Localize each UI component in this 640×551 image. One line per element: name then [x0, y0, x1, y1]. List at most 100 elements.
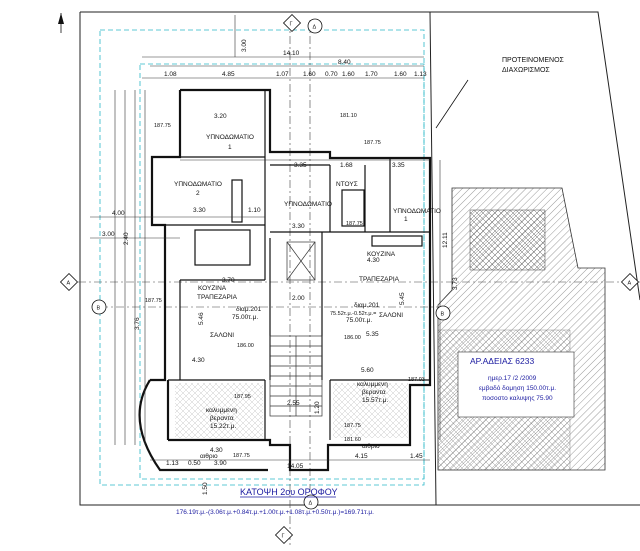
axis-label: A	[628, 281, 632, 287]
dim-text: 5.60	[361, 367, 374, 374]
dim-text: 0.70	[325, 71, 338, 78]
dim-text: 0.50	[188, 460, 201, 467]
balcony-label: αιθριο	[362, 443, 380, 450]
dim-text: 5.45	[399, 292, 406, 305]
veranda-label: καλυμμενη	[357, 381, 388, 388]
room-number: 2	[196, 190, 200, 197]
room-name: ΥΠΝΟΔΩΜΑΤΙΟ	[206, 134, 254, 141]
axis-labels: A A B B Γ Δ Δ Γ	[67, 22, 632, 540]
room-name: ΤΡΑΠΕΖΑΡΙΑ	[359, 276, 400, 283]
room-name: ΣΑΛΟΝΙ	[210, 332, 234, 339]
dim-text: 1.13	[414, 71, 427, 78]
partition-note: ΠΡΟΤΕΙΝΟΜΕΝΟΣ ΔΙΑΧΩΡΙΣΜΟΣ	[502, 57, 565, 74]
axis-marker-d-top	[307, 18, 323, 34]
axis-label: B	[97, 306, 101, 312]
dim-text: 12.11	[442, 232, 449, 248]
dim-text: 3.30	[193, 207, 206, 214]
dim-text: 3.35	[392, 162, 405, 169]
dim-text: 1.20	[314, 401, 321, 414]
axis-marker-a-right	[620, 272, 640, 292]
apartment-area: 75.00τ.μ.	[346, 317, 372, 324]
dim-text: 4.30	[192, 357, 205, 364]
apartment-name: διαμ.201	[354, 302, 380, 309]
dim-text: 4.30	[210, 447, 223, 454]
permit-date: ημερ.17 /2 /2009	[488, 375, 537, 382]
dim-text: 1.45	[410, 453, 423, 460]
permit-box: ΑΡ.ΑΔΕΙΑΣ 6233 ημερ.17 /2 /2009 εμβαδό δ…	[470, 356, 556, 402]
level-text: 181.10	[340, 113, 357, 119]
room-labels: ΥΠΝΟΔΩΜΑΤΙΟ 1 ΥΠΝΟΔΩΜΑΤΙΟ 2 ΥΠΝΟΔΩΜΑΤΙΟ …	[174, 134, 441, 460]
room-name: ΝΤΟΥΣ	[336, 181, 358, 188]
level-text: 187.75	[364, 140, 381, 146]
area-calculation: 176.19τ.μ.-(3.06τ.μ.+0.84τ.μ.+1.00τ.μ.+1…	[176, 509, 374, 516]
axis-marker-b-left	[91, 299, 107, 315]
level-text: 181.60	[344, 437, 361, 443]
permit-coverage: ποσοστο καλυψης 75.90	[482, 395, 553, 402]
dim-text: 1.60	[342, 71, 355, 78]
dim-text: 2.00	[292, 295, 305, 302]
dim-text: 1.68	[340, 162, 353, 169]
dim-text: 4.30	[367, 257, 380, 264]
axis-marker-d-bottom	[303, 494, 319, 510]
dim-text: 3.00	[102, 231, 115, 238]
dim-text: 2.40	[123, 232, 130, 245]
room-number: 1	[404, 216, 408, 223]
veranda-label: καλυμμενη	[206, 407, 237, 414]
veranda-label: βεραντα	[362, 389, 386, 396]
setback-lines	[99, 29, 425, 486]
dim-text: 1.60	[394, 71, 407, 78]
level-text: 186.00	[237, 343, 254, 349]
apartment-area: 75.52τ.μ.-0.52τ.μ.=	[330, 311, 376, 317]
dim-text: 1.13	[166, 460, 179, 467]
dim-text: 4.00	[112, 210, 125, 217]
dim-text: 3.76	[134, 317, 141, 330]
dim-text: 1.08	[164, 71, 177, 78]
axis-marker-g-top	[282, 13, 302, 33]
axis-marker-g-bottom	[274, 525, 294, 545]
dimension-texts: 14.10 8.40 3.00 1.08 4.85 1.07 1.60 0.70…	[102, 39, 459, 495]
veranda-label: 15.57τ.μ.	[362, 397, 388, 404]
dimension-lines	[90, 15, 441, 461]
level-text: 187.75	[154, 123, 171, 129]
dim-text: 1.60	[303, 71, 316, 78]
dim-text: 3.73	[452, 277, 459, 290]
axis-label: B	[441, 312, 445, 318]
apartment-name: διαμ.201	[236, 306, 262, 313]
level-text: 187.03	[408, 377, 425, 383]
apartment-area: 75.00τ.μ.	[232, 314, 258, 321]
level-text: 187.75	[145, 298, 162, 304]
permit-title: ΑΡ.ΑΔΕΙΑΣ 6233	[470, 356, 534, 366]
axis-label: Γ	[290, 22, 293, 28]
dim-text: 3.20	[214, 113, 227, 120]
level-text: 187.95	[234, 394, 251, 400]
veranda-label: 15.22τ.μ.	[210, 423, 236, 430]
axis-label: Δ	[309, 501, 313, 507]
level-markers: 187.75 187.75 187.75 187.75 181.10 186.0…	[145, 113, 425, 459]
plot-boundary	[79, 11, 640, 506]
room-name: ΣΑΛΟΝΙ	[379, 312, 403, 319]
room-name: ΚΟΥΖΙΝΑ	[198, 285, 227, 292]
level-text: 187.75	[346, 221, 363, 227]
dim-text: 8.40	[338, 59, 351, 66]
dim-text: 5.46	[198, 312, 205, 325]
dim-text: 14.05	[287, 463, 304, 470]
axis-label: Δ	[313, 25, 317, 31]
dim-text: 1.07	[276, 71, 289, 78]
room-name: ΤΡΑΠΕΖΑΡΙΑ	[197, 294, 238, 301]
dim-text: 3.70	[222, 277, 235, 284]
dim-text: 3.30	[292, 223, 305, 230]
level-text: 186.00	[344, 335, 361, 341]
veranda-hatch	[175, 383, 408, 438]
axis-marker-a-left	[59, 272, 79, 292]
room-name: ΥΠΝΟΔΩΜΑΤΙΟ	[174, 181, 222, 188]
room-name: ΥΠΝΟΔΩΜΑΤΙΟ	[393, 208, 441, 215]
balcony-label: αιθριο	[200, 453, 218, 460]
axis-markers	[59, 13, 640, 545]
axis-label: Γ	[282, 534, 285, 540]
north-arrow-icon	[58, 13, 64, 33]
level-text: 187.75	[344, 423, 361, 429]
note-line: ΠΡΟΤΕΙΝΟΜΕΝΟΣ	[502, 57, 565, 64]
veranda-label: βεραντα	[210, 415, 234, 422]
dim-text: 4.85	[222, 71, 235, 78]
